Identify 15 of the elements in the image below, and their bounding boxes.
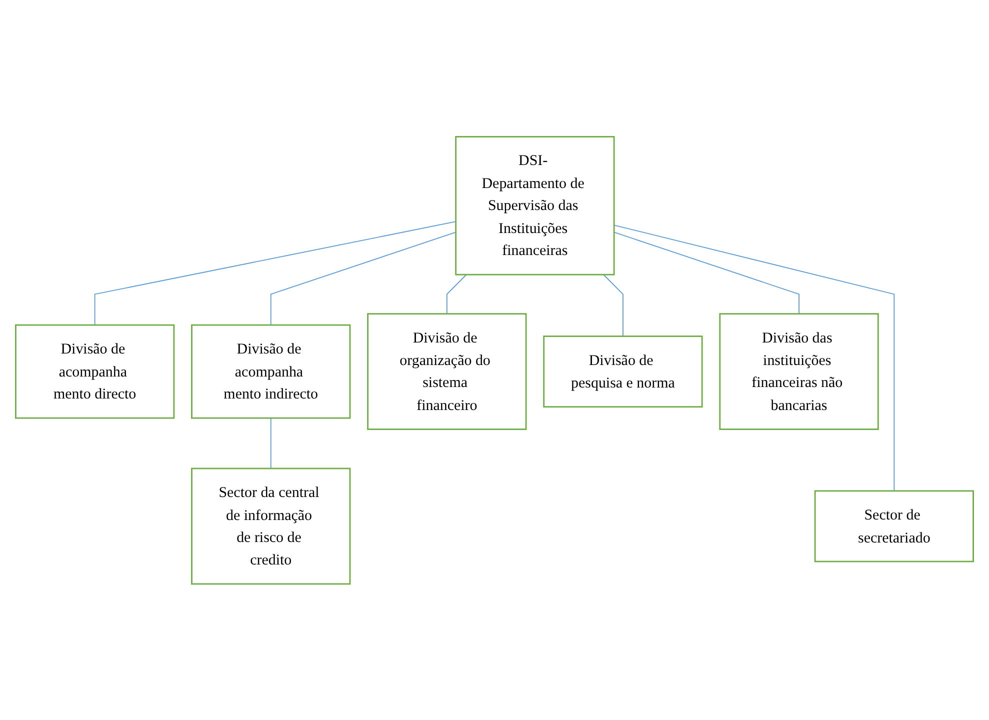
connector-line bbox=[446, 274, 467, 314]
node-box: Divisão de acompanha mento directo bbox=[14, 324, 175, 418]
node-box: Sector de secretariado bbox=[814, 490, 974, 562]
connector-line bbox=[94, 220, 456, 326]
connector-line bbox=[270, 231, 456, 326]
connector-line bbox=[270, 417, 272, 469]
connector-line bbox=[614, 224, 895, 492]
node-box: Divisão de acompanha mento indirecto bbox=[191, 324, 351, 418]
connector-line bbox=[614, 231, 800, 314]
node-box: Sector da central de informação de risco de credito bbox=[191, 467, 351, 584]
connector-line bbox=[603, 274, 624, 336]
node-box: Divisão de pesquisa e norma bbox=[543, 335, 703, 408]
node-box: Divisão de organização do sistema financeiro bbox=[367, 312, 527, 430]
node-box: DSI- Departamento de Supervisão das Instituições financeiras bbox=[455, 136, 615, 275]
node-box: Divisão das instituições financeiras não bancarias bbox=[719, 312, 879, 430]
